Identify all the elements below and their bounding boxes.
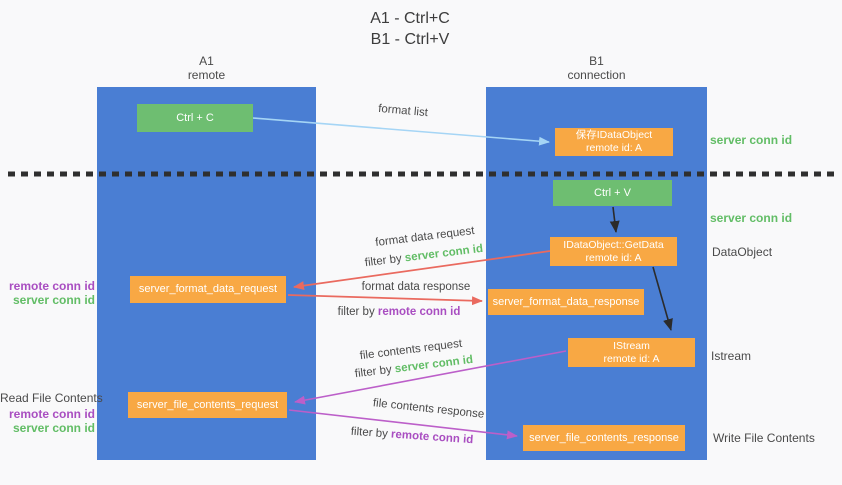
node-istream: IStream remote id: A: [568, 338, 695, 367]
format-data-response-arrow: [287, 294, 483, 306]
node-getdata-line1: IDataObject::GetData: [563, 238, 664, 251]
file-contents-response-filter: filter by remote conn id: [347, 425, 478, 447]
annotation-server-conn-id-mid: server conn id: [710, 211, 793, 225]
title-line-1: A1 - Ctrl+C: [370, 10, 450, 27]
node-server-format-data-request-label: server_format_data_request: [138, 283, 278, 295]
filter-by-text: filter by: [337, 306, 375, 318]
column-header-a1: A1 remote: [97, 54, 316, 82]
annotation-write-file-contents: Write File Contents: [713, 431, 815, 445]
node-server-file-contents-request-label: server_file_contents_request: [136, 398, 279, 411]
column-b1-role: connection: [567, 68, 626, 82]
column-b1-name: B1: [589, 54, 604, 68]
filter-by-text: filter by: [350, 425, 389, 441]
node-save-idataobject-line2: remote id: A: [585, 142, 643, 154]
remote-conn-id-key: remote conn id: [377, 306, 461, 318]
annotation-dataobject: DataObject: [712, 245, 773, 259]
node-save-idataobject-line1: 保存IDataObject: [575, 129, 653, 141]
column-a1-role: remote: [187, 68, 226, 82]
node-server-format-data-request: server_format_data_request: [130, 276, 286, 303]
node-ctrl-v: Ctrl + V: [553, 180, 672, 206]
node-server-file-contents-response-label: server_file_contents_response: [529, 431, 679, 444]
remote-conn-id-key: remote conn id: [390, 428, 474, 447]
annotation-server-conn-id-top: server conn id: [710, 133, 793, 147]
filter-by-text: filter by: [354, 363, 393, 381]
node-server-file-contents-response: server_file_contents_response: [523, 425, 685, 451]
column-header-b1: B1 connection: [486, 54, 707, 82]
node-server-file-contents-request: server_file_contents_request: [128, 392, 287, 418]
node-istream-line1: IStream: [613, 339, 650, 352]
format-data-response-filter: filter by remote conn id: [334, 306, 464, 319]
node-istream-line2: remote id: A: [603, 352, 660, 365]
annotation-server-conn-id-format: server conn id: [12, 293, 95, 307]
node-server-format-data-response: server_format_data_response: [488, 289, 644, 315]
annotation-read-file-contents: Read File Contents: [0, 391, 103, 405]
node-save-idataobject: 保存IDataObject remote id: A: [555, 128, 673, 156]
server-conn-id-key: server conn id: [404, 242, 484, 265]
node-getdata-line2: remote id: A: [585, 251, 642, 264]
node-ctrl-v-label: Ctrl + V: [594, 186, 631, 199]
filter-by-text: filter by: [364, 252, 403, 270]
node-ctrl-c-label: Ctrl + C: [176, 111, 214, 124]
annotation-remote-conn-id-file: remote conn id: [8, 407, 95, 421]
format-data-response-label: format data response: [361, 281, 471, 293]
annotation-remote-conn-id-format: remote conn id: [8, 279, 95, 293]
column-a1-name: A1: [199, 54, 214, 68]
file-contents-response-label: file contents response: [372, 397, 485, 421]
annotation-istream: Istream: [711, 349, 752, 363]
diagram-title: A1 - Ctrl+C B1 - Ctrl+V: [280, 8, 540, 50]
node-ctrl-c: Ctrl + C: [137, 104, 253, 132]
format-list-label: format list: [377, 102, 429, 120]
annotation-server-conn-id-file: server conn id: [12, 421, 95, 435]
node-idataobject-getdata: IDataObject::GetData remote id: A: [550, 237, 677, 266]
title-line-2: B1 - Ctrl+V: [370, 31, 450, 48]
node-server-format-data-response-label: server_format_data_response: [492, 295, 640, 308]
